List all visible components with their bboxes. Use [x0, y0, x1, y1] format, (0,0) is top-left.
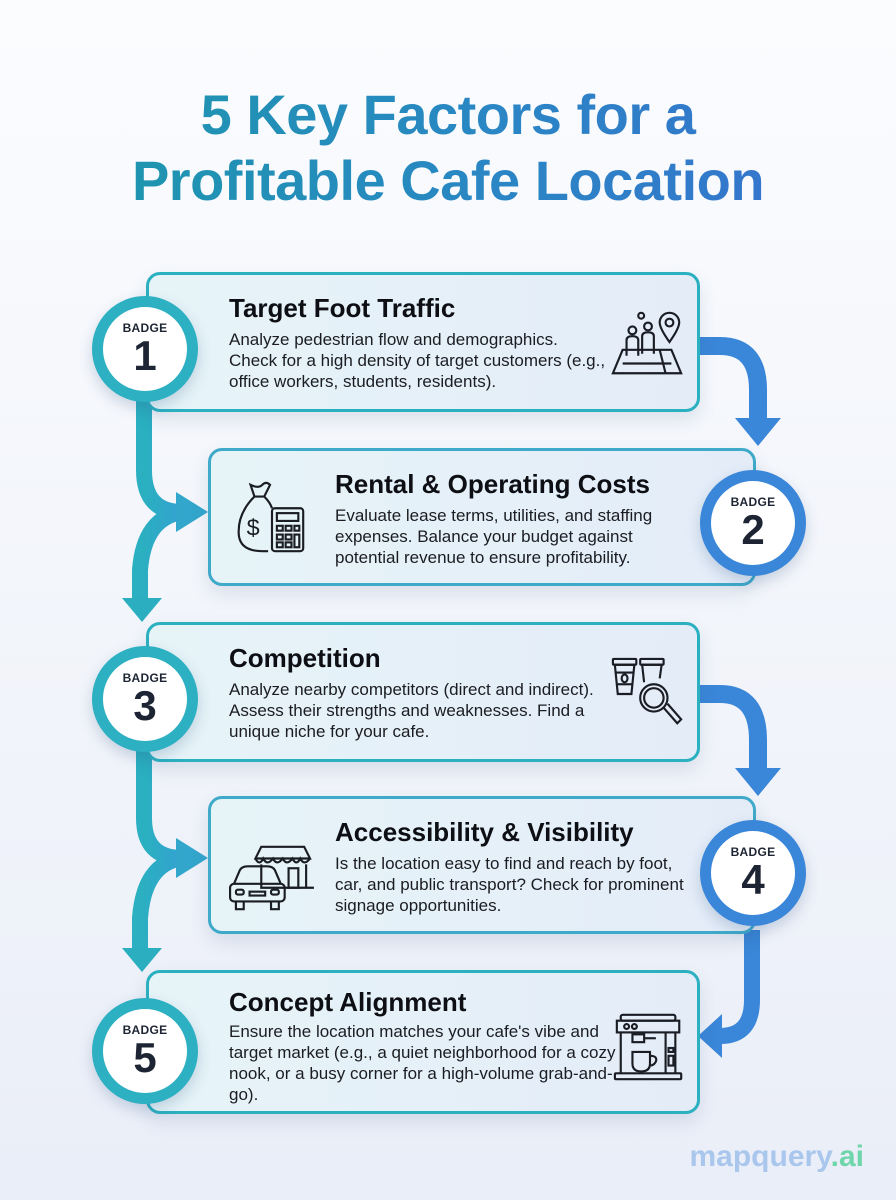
- right-connector-3: [719, 930, 760, 1044]
- brand-tld: .ai: [830, 1140, 864, 1173]
- badge-label: BADGE: [122, 1023, 168, 1037]
- car-storefront-icon: [229, 845, 314, 911]
- right-connector-1: [700, 337, 767, 420]
- money-bag-calculator-icon: $: [237, 481, 305, 553]
- factor-card-5: Concept Alignment Ensure the location ma…: [146, 970, 700, 1114]
- badge-number: 4: [741, 856, 765, 903]
- badge-label: BADGE: [122, 671, 168, 685]
- coffee-cups-magnifier-icon: [611, 657, 683, 725]
- factor-description: Is the location easy to find and reach b…: [335, 854, 684, 915]
- brand-watermark: mapquery.ai: [689, 1140, 864, 1174]
- left-connector-2: [132, 748, 184, 950]
- badge-4: BADGE 4: [700, 820, 806, 926]
- factor-description: Evaluate lease terms, utilities, and sta…: [335, 506, 653, 567]
- badge-number: 2: [741, 506, 765, 553]
- pedestrians-map-pin-icon: [611, 311, 683, 375]
- left-connector-1: [132, 400, 184, 600]
- factor-card-2: $ Rental & Operating Costs Evaluate leas…: [208, 448, 756, 586]
- badge-label: BADGE: [730, 845, 776, 859]
- badge-3: BADGE 3: [92, 646, 198, 752]
- svg-text:$: $: [247, 515, 260, 541]
- factor-card-3: Competition Analyze nearby competitors (…: [146, 622, 700, 762]
- factor-heading: Target Foot Traffic: [229, 293, 456, 323]
- factor-card-4: Accessibility & Visibility Is the locati…: [208, 796, 756, 934]
- brand-name: mapquery: [689, 1140, 831, 1173]
- factor-heading: Rental & Operating Costs: [335, 469, 650, 499]
- factor-description: Ensure the location matches your cafe's …: [229, 1022, 616, 1104]
- factor-heading: Competition: [229, 643, 381, 673]
- badge-5: BADGE 5: [92, 998, 198, 1104]
- right-connector-2: [700, 685, 767, 770]
- factor-description: Analyze nearby competitors (direct and i…: [229, 680, 594, 741]
- badge-number: 5: [133, 1034, 157, 1081]
- badge-label: BADGE: [730, 495, 776, 509]
- factor-card-1: Target Foot Traffic Analyze pedestrian f…: [146, 272, 700, 412]
- factor-description: Analyze pedestrian flow and demographics…: [229, 330, 606, 391]
- factor-heading: Concept Alignment: [229, 987, 467, 1017]
- badge-number: 1: [133, 332, 157, 379]
- badge-label: BADGE: [122, 321, 168, 335]
- badge-1: BADGE 1: [92, 296, 198, 402]
- badge-2: BADGE 2: [700, 470, 806, 576]
- badge-number: 3: [133, 682, 157, 729]
- espresso-machine-icon: [613, 1013, 683, 1081]
- factor-heading: Accessibility & Visibility: [335, 817, 634, 847]
